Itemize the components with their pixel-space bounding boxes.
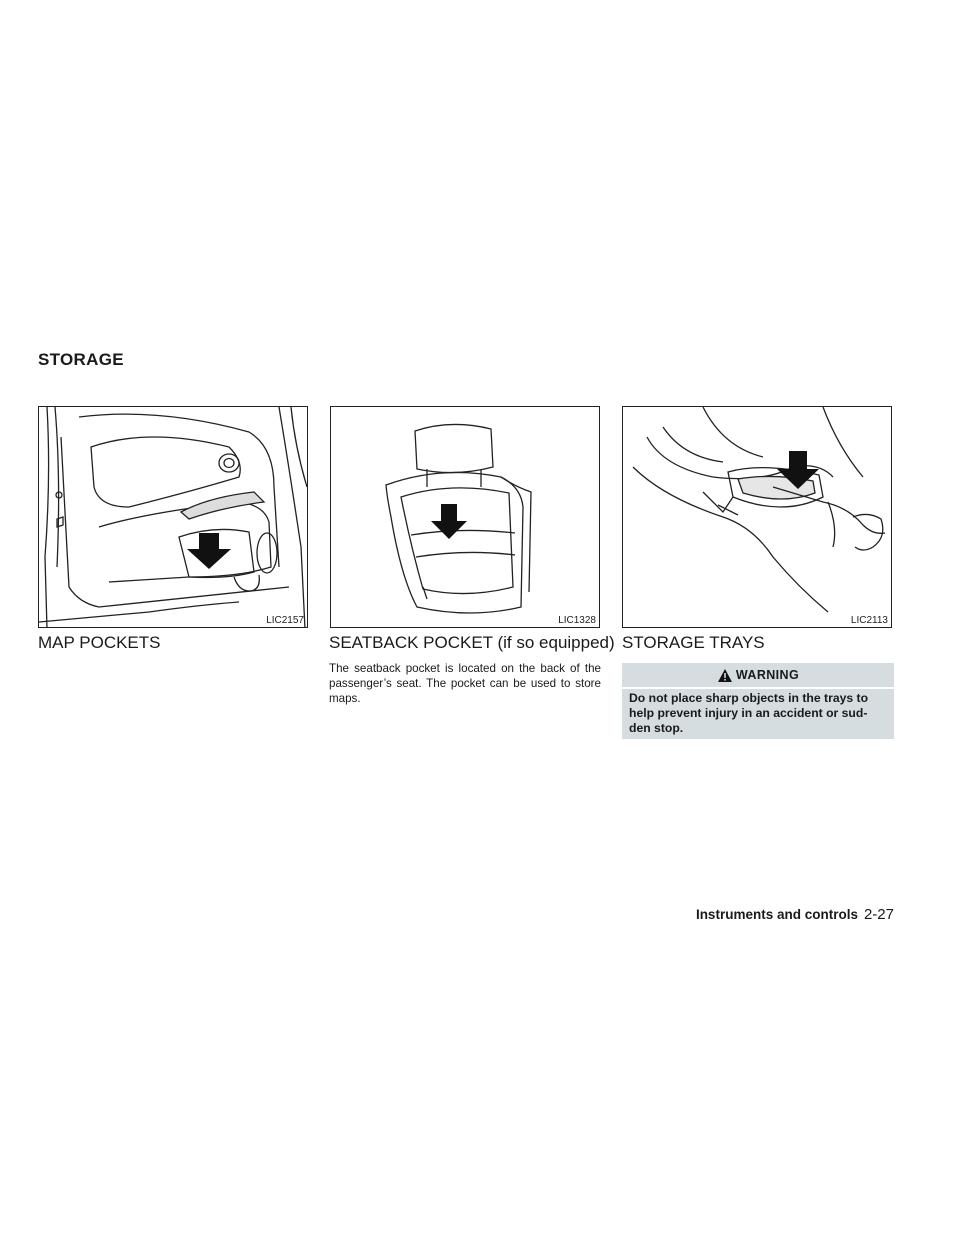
warning-label: WARNING	[735, 668, 800, 682]
figure-code: LIC2113	[850, 615, 888, 626]
figure-map-pockets: LIC2157	[38, 406, 308, 628]
warning-text: Do not place sharp objects in the trays …	[622, 689, 894, 739]
seatback-illustration	[385, 423, 532, 614]
heading-seatback-pocket: SEATBACK POCKET (if so equipped)	[329, 633, 615, 652]
figure-seatback-pocket: LIC1328	[330, 406, 600, 628]
section-title: STORAGE	[38, 350, 124, 369]
seatback-description: The seatback pocket is located on the ba…	[329, 662, 601, 705]
heading-map-pockets: MAP POCKETS	[38, 633, 161, 652]
warning-header: WARNING	[622, 663, 894, 687]
figure-storage-trays: LIC2113	[622, 406, 892, 628]
figure-code: LIC1328	[558, 615, 596, 626]
chapter-title: Instruments and controls	[695, 907, 858, 922]
console-illustration	[632, 407, 886, 613]
heading-storage-trays: STORAGE TRAYS	[622, 633, 765, 652]
door-panel-illustration	[39, 407, 307, 627]
figure-code: LIC2157	[266, 615, 304, 626]
page-footer: Instruments and controls 2-27	[696, 906, 894, 924]
page-number: 2-27	[863, 906, 894, 923]
warning-triangle-icon	[717, 668, 732, 682]
